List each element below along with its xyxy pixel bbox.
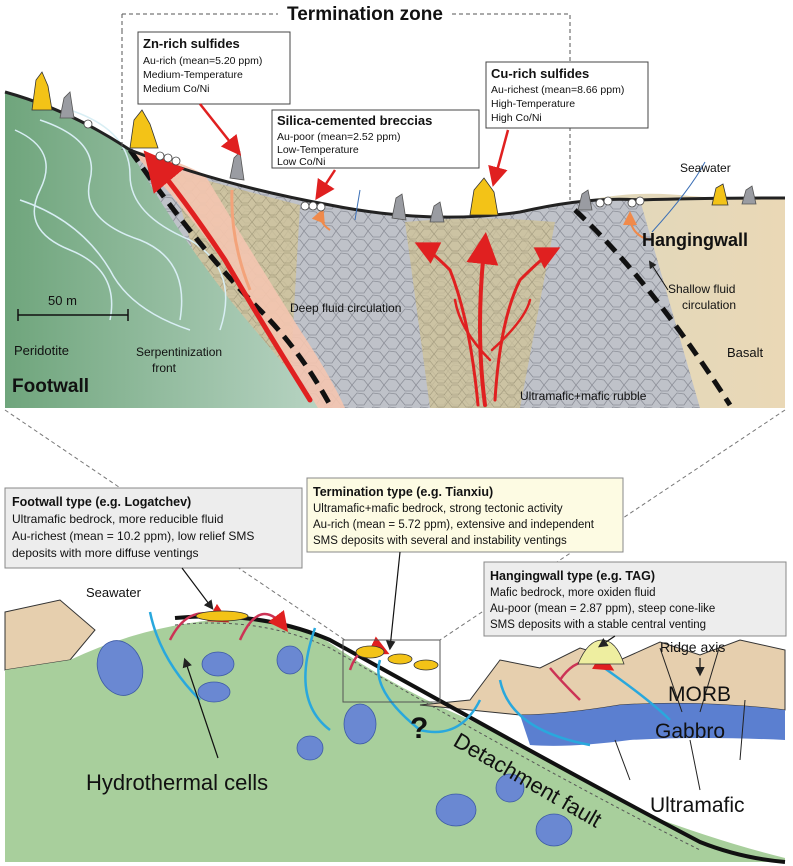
silica-info-box: Silica-cemented breccias Au-poor (mean=2… [271,109,480,169]
hangingwall-type-line-2: Au-poor (mean = 2.87 ppm), steep cone-li… [490,603,715,615]
left-morb-wedge [4,599,96,671]
ultramafic-label: Ultramafic [650,794,745,817]
seawater-line-mid [354,189,361,221]
shallow-fluid-label-1: Shallow fluid [668,282,735,296]
serpentinization-label-2: front [152,361,177,375]
scale-label: 50 m [48,293,77,308]
rubble-label: Ultramafic+mafic rubble [520,389,647,403]
footwall-label: Footwall [12,376,89,397]
peridotite-label: Peridotite [14,343,69,358]
bottom-cross-section [4,599,786,864]
zn-line-2: Medium-Temperature [143,69,243,81]
silica-line-2: Low-Temperature [277,144,359,156]
cu-line-1: Au-richest (mean=8.66 ppm) [491,84,624,96]
termination-mound-1 [355,645,385,659]
silica-conduit [230,189,252,291]
termination-bracket [121,13,571,200]
hangingwall-type-line-3: SMS deposits with a stable central venti… [490,619,706,631]
hangingwall-type-box: Hangingwall type (e.g. TAG) Mafic bedroc… [483,561,787,637]
scale-bar [17,309,129,321]
morb-label: MORB [668,683,731,706]
zn-info-box: Zn-rich sulfides Au-rich (mean=5.20 ppm)… [137,31,291,105]
footwall-type-line-1: Ultramafic bedrock, more reducible fluid [12,512,223,526]
hangingwall-label: Hangingwall [642,230,748,250]
zn-line-1: Au-rich (mean=5.20 ppm) [143,55,262,67]
seawater-label-bottom: Seawater [86,585,142,600]
zn-line-3: Medium Co/Ni [143,83,210,95]
detachment-fault-dashed [174,622,701,851]
morb-faults [614,644,746,791]
hangingwall-type-line-1: Mafic bedrock, more oxiden fluid [490,587,656,599]
chimney-cu [469,177,499,216]
gabbro-layer [520,703,785,746]
cu-info-box: Cu-rich sulfides Au-richest (mean=8.66 p… [485,61,649,129]
question-mark: ? [410,712,428,745]
seawater-flow-lines [148,611,671,747]
gabbro-blobs [96,640,573,847]
termination-type-line-1: Ultramafic+mafic bedrock, strong tectoni… [313,503,563,515]
shallow-fluid-pointer [648,260,669,291]
termination-mound-2 [387,653,413,665]
footwall-type-heading: Footwall type (e.g. Logatchev) [12,495,191,509]
zn-heading: Zn-rich sulfides [143,36,240,51]
termination-type-line-2: Au-rich (mean = 5.72 ppm), extensive and… [313,519,595,531]
footwall-type-line-3: deposits with more diffuse ventings [12,546,199,560]
termination-type-line-3: SMS deposits with several and instabilit… [313,535,567,547]
chimney-zn-1 [31,71,53,111]
shallow-fluid-arrow-left [311,208,331,231]
serpentinization-lines [14,109,227,331]
hangingwall-fault [573,208,733,407]
termination-type-heading: Termination type (e.g. Tianxiu) [313,485,493,499]
hangingwall-mound [577,639,625,665]
seawater-line-top [651,161,706,233]
shallow-fluid-label-2: circulation [682,298,736,312]
termination-type-box: Termination type (e.g. Tianxiu) Ultramaf… [306,477,624,553]
chimney-zn-2 [129,109,159,149]
termination-zone-box [342,639,441,703]
shallow-fluid-arrow-right [623,211,651,241]
serpentinization-label-1: Serpentinization [136,345,222,359]
footwall-unit [5,92,320,408]
footwall-mound [195,610,249,622]
hangingwall-type-heading: Hangingwall type (e.g. TAG) [490,569,655,583]
ridge-axis-label: Ridge axis [660,639,725,655]
footwall-type-line-2: Au-richest (mean = 10.2 ppm), low relief… [12,529,254,543]
ultramafic-body [5,618,785,862]
callout-arrows-bottom [181,551,705,759]
figure-title: Termination zone [287,4,443,25]
cu-line-3: High Co/Ni [491,112,542,124]
silica-line-1: Au-poor (mean=2.52 ppm) [277,131,400,143]
fluid-conduits [143,150,561,407]
seafloor-line [4,90,786,219]
sulfide-chimneys [31,71,729,216]
gabbro-label: Gabbro [655,720,725,743]
top-cross-section [4,71,786,408]
deep-fluid-label: Deep fluid circulation [290,301,401,315]
seawater-label-top: Seawater [680,161,731,175]
footwall-type-box: Footwall type (e.g. Logatchev) Ultramafi… [4,487,303,569]
breccia-pebbles [83,119,645,212]
basalt-label: Basalt [727,345,764,360]
termination-mound-3 [413,659,439,671]
silica-chimneys [59,91,757,223]
hydrothermal-label: Hydrothermal cells [86,770,268,795]
cu-line-2: High-Temperature [491,98,575,110]
callout-arrows-top [199,103,510,201]
silica-heading: Silica-cemented breccias [277,113,432,128]
silica-line-3: Low Co/Ni [277,156,325,168]
cu-heading: Cu-rich sulfides [491,66,589,81]
chimney-hw [711,183,729,206]
